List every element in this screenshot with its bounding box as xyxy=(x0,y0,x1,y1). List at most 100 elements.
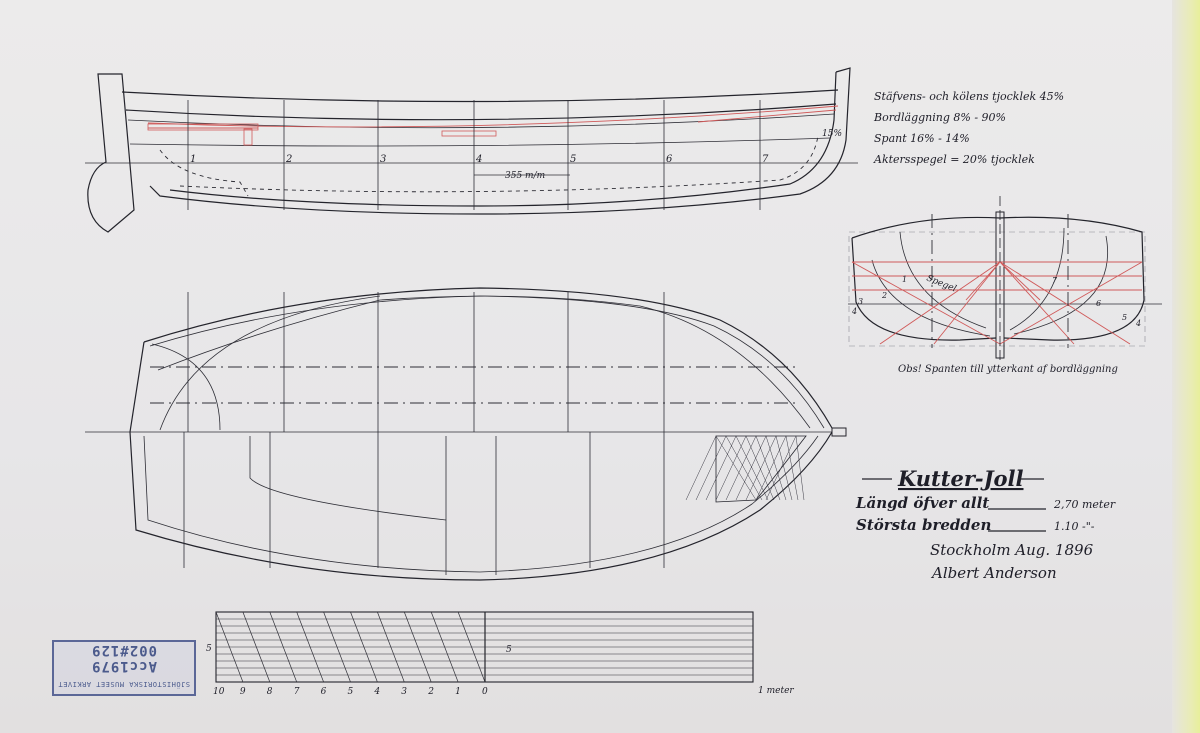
grating-line xyxy=(765,435,787,501)
length-label: Längd öfver allt xyxy=(855,494,989,512)
profile-station-number: 2 xyxy=(285,154,292,165)
grating-line xyxy=(685,435,717,501)
breadth-label: Största bredden xyxy=(856,516,991,534)
profile-station-number: 1 xyxy=(190,154,196,165)
scale-diagonal xyxy=(215,611,244,683)
grating-line xyxy=(785,435,799,501)
grating-line xyxy=(715,435,757,501)
grating-line xyxy=(745,435,775,501)
specifications: Stäfvens- och kölens tjocklek 45% Bordlä… xyxy=(873,90,1064,166)
dimension-label: 355 m/m xyxy=(505,171,545,181)
body-num-l1: 1 xyxy=(902,275,907,284)
stern-mark: 15% xyxy=(822,129,842,139)
spec-line-1: Stäfvens- och kölens tjocklek 45% xyxy=(874,90,1064,103)
stern-post-keel xyxy=(149,67,851,215)
grating-line xyxy=(695,435,727,501)
red-diagonals xyxy=(851,261,1143,345)
scale-diagonal xyxy=(350,611,378,683)
author: Albert Anderson xyxy=(930,564,1057,582)
spec-line-4: Aktersspegel = 20% tjocklek xyxy=(873,153,1035,166)
waterline-1 xyxy=(129,137,831,147)
body-frame-2 xyxy=(871,259,991,337)
body-plan-frame xyxy=(848,231,1146,347)
body-num-r1: 7 xyxy=(1052,276,1058,285)
profile-station-number: 3 xyxy=(380,154,386,165)
scale-diagonal xyxy=(403,611,432,683)
profile-station-number: 4 xyxy=(475,154,482,165)
lower-hull-outline xyxy=(129,431,833,581)
grating-line xyxy=(765,435,797,501)
upper-sheer-curve xyxy=(143,287,833,429)
body-plan-hull xyxy=(851,216,1145,341)
grating-hatch xyxy=(685,435,805,501)
body-num-l3: 3 xyxy=(858,297,863,306)
body-plan: Spegel 1 2 3 4 7 6 5 4 Obs! Spanten till… xyxy=(848,196,1162,375)
grating-line xyxy=(755,435,781,501)
grating-line xyxy=(715,435,747,501)
grating-line xyxy=(735,435,767,501)
red-knee xyxy=(243,128,253,146)
scale-tick-label: 9 xyxy=(240,687,246,697)
red-hatch-fore xyxy=(147,123,259,131)
breadth-value: 1.10 -"- xyxy=(1054,520,1095,533)
upper-waterline-a xyxy=(159,295,381,431)
profile-station-number: 5 xyxy=(570,154,576,165)
scale-rows xyxy=(216,618,753,676)
scale-diagonals xyxy=(215,611,486,683)
scale-tick-label: 3 xyxy=(401,687,407,697)
title-block: Kutter-Joll Längd öfver allt 2,70 meter … xyxy=(855,466,1116,582)
body-num-r3: 5 xyxy=(1122,313,1127,322)
scale-tick-label: 5 xyxy=(348,687,354,697)
grating-line xyxy=(725,435,763,501)
bow-fitting xyxy=(831,427,847,437)
spec-line-3: Spant 16% - 14% xyxy=(874,132,970,145)
body-num-l4: 4 xyxy=(851,307,857,316)
grating-line xyxy=(755,435,787,501)
place-date: Stockholm Aug. 1896 xyxy=(930,541,1094,559)
grating-line xyxy=(745,435,777,501)
grating-line xyxy=(795,435,805,501)
spec-line-2: Bordläggning 8% - 90% xyxy=(873,111,1006,124)
profile-station-number: 7 xyxy=(762,154,769,165)
scale-diagonal xyxy=(377,611,405,683)
grating-line xyxy=(775,435,793,501)
scale-tick-label: 8 xyxy=(267,687,273,697)
scale-tick-label: 0 xyxy=(482,687,488,697)
stamp-line-1: SJÖHISTORISKA MUSEET ARKIVET xyxy=(58,680,191,688)
scale-diagonal xyxy=(296,611,324,683)
plan-view xyxy=(85,287,847,581)
scale-diagonal xyxy=(457,611,486,683)
profile-station-number: 6 xyxy=(666,154,673,165)
body-num-l2: 2 xyxy=(881,291,887,300)
scale-tick-label: 1 xyxy=(455,687,461,697)
scale-diagonal xyxy=(269,611,298,683)
red-clamp-line xyxy=(147,105,839,128)
profile-station-lines: 1 2 3 4 5 6 7 xyxy=(187,100,769,210)
transom-upper xyxy=(129,341,145,433)
grating-line xyxy=(735,435,769,501)
grating-line xyxy=(725,435,757,501)
stamp-line-2: Acc1979 002#129 xyxy=(91,642,158,674)
scale-mid-label: 5 xyxy=(506,645,512,655)
body-plan-note: Obs! Spanten till ytterkant af bordläggn… xyxy=(898,364,1118,375)
scale-tick-label: 2 xyxy=(427,687,434,697)
lower-inner-outline xyxy=(143,435,819,573)
red-hatch-mid xyxy=(441,130,497,137)
scale-diagonal xyxy=(242,611,271,683)
scale-tick-label: 10 xyxy=(213,687,225,697)
profile-view: 1 2 3 4 5 6 7 355 m/m 15% xyxy=(85,67,858,233)
body-num-r4: 4 xyxy=(1135,319,1141,328)
scale-unit: 1 meter xyxy=(758,686,794,696)
scale-tick-label: 6 xyxy=(321,687,327,697)
scale-diagonal xyxy=(430,611,459,683)
plan-station-lines xyxy=(183,292,665,568)
rabbet-line xyxy=(179,135,819,193)
red-thwart-marks xyxy=(148,109,837,129)
length-value: 2,70 meter xyxy=(1053,498,1116,511)
upper-transom-curve xyxy=(151,343,221,431)
drawing-title: Kutter-Joll xyxy=(897,466,1024,491)
stem-post xyxy=(87,73,135,233)
